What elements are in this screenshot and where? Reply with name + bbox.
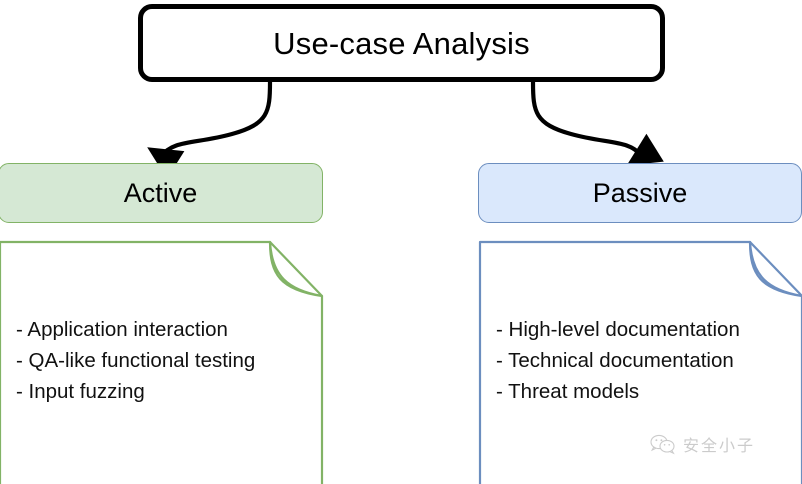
note-line: - QA-like functional testing bbox=[16, 349, 256, 373]
note-line: - Input fuzzing bbox=[16, 380, 145, 404]
note-content: - Application interaction - QA-like func… bbox=[16, 314, 310, 407]
node-use-case-analysis[interactable]: Use-case Analysis bbox=[138, 4, 665, 82]
node-label: Active bbox=[123, 177, 198, 208]
note-line: - Technical documentation bbox=[496, 349, 734, 373]
node-label: Use-case Analysis bbox=[273, 25, 530, 61]
note-line: - Threat models bbox=[496, 380, 640, 404]
node-passive[interactable]: Passive bbox=[478, 163, 802, 223]
connector-to-passive bbox=[530, 79, 664, 166]
wechat-logo-icon bbox=[650, 434, 675, 455]
note-line: - Application interaction bbox=[16, 318, 228, 341]
note-line: - High-level documentation bbox=[496, 318, 740, 341]
connector-to-active bbox=[147, 79, 273, 179]
note-content: - High-level documentation - Technical d… bbox=[496, 314, 790, 407]
watermark: 安全小子 bbox=[650, 432, 755, 456]
note-shape-icon bbox=[0, 240, 324, 484]
note-active[interactable]: - Application interaction - QA-like func… bbox=[0, 240, 324, 484]
note-passive[interactable]: - High-level documentation - Technical d… bbox=[478, 240, 802, 484]
node-active[interactable]: Active bbox=[0, 163, 323, 223]
watermark-text: 安全小子 bbox=[683, 438, 756, 455]
note-shape-icon bbox=[478, 240, 802, 484]
node-label: Passive bbox=[592, 177, 688, 208]
